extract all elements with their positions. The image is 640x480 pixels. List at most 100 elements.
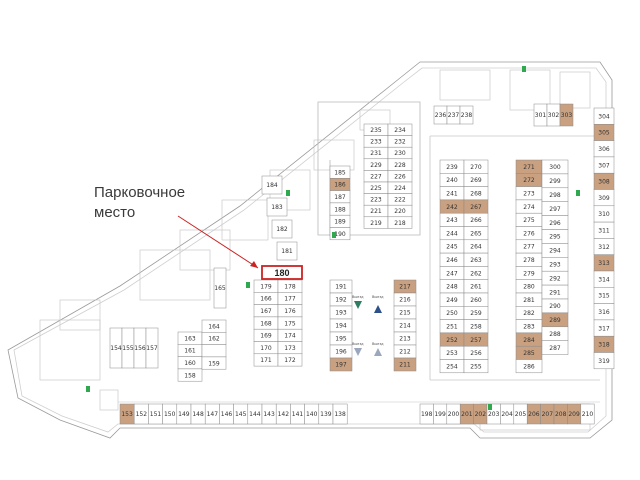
parking-spot-number: 308 (598, 179, 610, 186)
parking-spot-159[interactable] (201, 356, 227, 370)
parking-spot-number: 218 (394, 220, 406, 227)
parking-spot-number: 245 (446, 244, 458, 251)
parking-spot-number: 254 (446, 363, 458, 370)
parking-spots: 2352332312292272252232212192342322302282… (109, 103, 615, 425)
parking-spot-number: 162 (208, 336, 220, 343)
parking-spot-number: 262 (470, 270, 482, 277)
parking-spot-number: 248 (446, 284, 458, 291)
parking-spot-number: 251 (446, 323, 458, 330)
pointer-arrowhead-icon (250, 261, 258, 268)
parking-spot-number: 200 (448, 411, 460, 418)
parking-spot-number: 157 (146, 345, 158, 352)
parking-spot-number: 307 (598, 162, 610, 169)
parking-spot-number: 146 (221, 411, 233, 418)
parking-spot-number: 232 (394, 139, 406, 146)
parking-spot-number: 311 (598, 227, 610, 234)
parking-spot-number: 220 (394, 208, 406, 215)
spot-180-frame[interactable] (261, 265, 303, 280)
parking-spot-138[interactable] (332, 403, 348, 425)
parking-spot-number: 223 (370, 197, 382, 204)
parking-spot-number: 284 (523, 337, 535, 344)
parking-spot-number: 181 (281, 248, 293, 255)
parking-spot-238[interactable] (459, 105, 474, 125)
parking-spot-number: 174 (284, 333, 296, 340)
parking-spot-number: 154 (110, 345, 122, 352)
parking-spot-303[interactable] (559, 103, 574, 127)
parking-spot-165[interactable] (213, 267, 227, 309)
parking-spot-number: 271 (523, 164, 535, 171)
parking-spot-number: 260 (470, 297, 482, 304)
parking-spot-number: 147 (207, 411, 219, 418)
parking-spot-number: 279 (523, 270, 535, 277)
label-line-1: Парковочное (94, 184, 186, 201)
parking-spot-number: 318 (598, 342, 610, 349)
parking-spot-182[interactable] (271, 219, 293, 239)
parking-spot-number: 152 (136, 411, 148, 418)
parking-spot-319[interactable] (593, 352, 615, 370)
parking-spot-number: 168 (260, 320, 272, 327)
parking-spot-number: 195 (335, 336, 347, 343)
parking-spot-number: 300 (549, 164, 561, 171)
emergency-exit-icon (522, 66, 526, 72)
parking-spot-number: 167 (260, 308, 272, 315)
parking-spot-number: 188 (334, 206, 346, 213)
parking-spot-number: 227 (370, 173, 382, 180)
parking-spot-158[interactable] (177, 368, 203, 382)
structural-details (39, 69, 591, 431)
parking-spot-211[interactable] (393, 357, 417, 372)
parking-spot-number: 183 (271, 204, 283, 211)
parking-spot-number: 313 (598, 260, 610, 267)
parking-spot-286[interactable] (515, 359, 543, 374)
parking-spot-number: 204 (501, 411, 513, 418)
parking-spot-number: 193 (335, 310, 347, 317)
parking-spot-number: 202 (475, 411, 487, 418)
parking-spot-number: 177 (284, 296, 296, 303)
parking-spot-number: 143 (263, 411, 275, 418)
parking-spot-number: 244 (446, 230, 458, 237)
parking-spot-210[interactable] (580, 403, 595, 425)
parking-spot-157[interactable] (145, 327, 159, 369)
parking-spot-blank[interactable] (201, 344, 227, 358)
parking-spot-181[interactable] (276, 241, 298, 261)
parking-spot-172[interactable] (277, 353, 303, 367)
parking-spot-number: 171 (260, 357, 272, 364)
parking-spot-255[interactable] (463, 359, 489, 374)
parking-spot-number: 295 (549, 234, 561, 241)
parking-spot-number: 274 (523, 204, 535, 211)
emergency-exit-icon (332, 232, 336, 238)
parking-spot-287[interactable] (541, 340, 569, 355)
parking-spot-number: 196 (335, 349, 347, 356)
parking-spot-number: 273 (523, 190, 535, 197)
parking-spot-number: 278 (523, 257, 535, 264)
parking-spot-number: 315 (598, 293, 610, 300)
parking-spot-number: 148 (192, 411, 204, 418)
parking-spot-number: 280 (523, 284, 535, 291)
parking-spot-number: 276 (523, 230, 535, 237)
parking-spot-number: 176 (284, 308, 296, 315)
parking-spot-number: 294 (549, 248, 561, 255)
parking-spot-number: 285 (523, 350, 535, 357)
parking-spot-number: 189 (334, 219, 346, 226)
parking-spot-197[interactable] (329, 357, 353, 372)
parking-spot-number: 201 (461, 411, 473, 418)
parking-spot-number: 303 (561, 112, 573, 119)
parking-spot-number: 166 (260, 296, 272, 303)
parking-spot-number: 139 (320, 411, 332, 418)
exit-label-2: Выезд (372, 295, 384, 299)
parking-spot-number: 304 (598, 113, 610, 120)
parking-spot-number: 236 (435, 112, 447, 119)
spot-180-label: 180 (274, 268, 289, 278)
highlighted-spot[interactable]: 180 (261, 265, 303, 280)
parking-spot-183[interactable] (266, 197, 288, 217)
parking-spot-218[interactable] (387, 216, 413, 229)
parking-spot-number: 205 (515, 411, 527, 418)
parking-spot-number: 141 (292, 411, 304, 418)
parking-spot-number: 319 (598, 358, 610, 365)
parking-spot-number: 185 (334, 169, 346, 176)
parking-spot-number: 264 (470, 244, 482, 251)
parking-spot-number: 253 (446, 350, 458, 357)
parking-spot-184[interactable] (261, 175, 283, 195)
parking-spot-number: 192 (335, 297, 347, 304)
parking-spot-number: 214 (399, 323, 411, 330)
parking-spot-number: 225 (370, 185, 382, 192)
